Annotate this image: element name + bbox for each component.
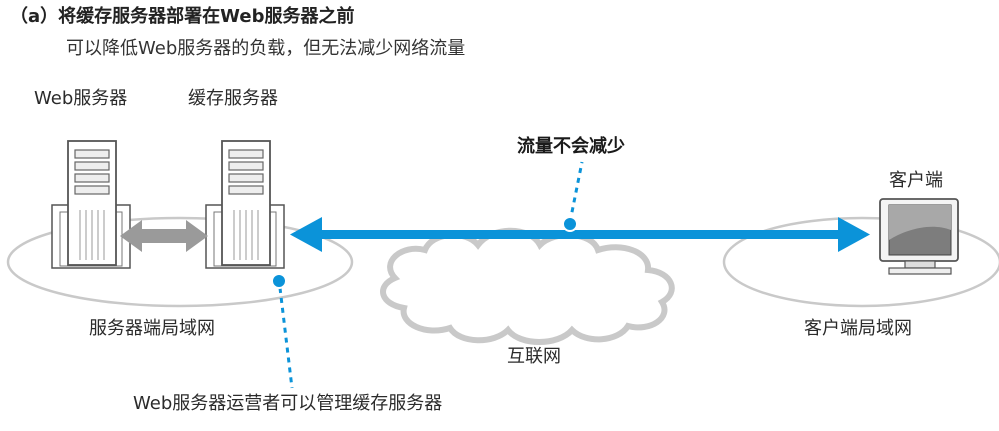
web-server-label: Web服务器	[34, 88, 128, 109]
traffic-callout-dot	[562, 216, 578, 232]
web-server-icon	[51, 140, 131, 269]
client-lan-label: 客户端局域网	[804, 318, 912, 339]
cache-server-icon	[205, 140, 285, 269]
traffic-callout-line	[568, 161, 584, 223]
client-label: 客户端	[889, 170, 943, 191]
traffic-label: 流量不会减少	[517, 136, 625, 157]
server-lan-ellipse	[6, 216, 354, 308]
client-computer-icon	[879, 198, 959, 275]
operator-note-label: Web服务器运营者可以管理缓存服务器	[133, 393, 443, 414]
diagram-heading: （a）将缓存服务器部署在Web服务器之前	[10, 6, 355, 27]
server-link-arrow	[120, 220, 208, 252]
operator-callout-line	[278, 287, 294, 389]
server-lan-label: 服务器端局域网	[89, 318, 215, 339]
cache-server-label: 缓存服务器	[188, 88, 278, 109]
client-lan-ellipse	[722, 216, 999, 308]
traffic-arrow	[290, 217, 870, 252]
operator-callout-dot	[271, 273, 287, 289]
internet-cloud	[380, 227, 675, 345]
diagram-subheading: 可以降低Web服务器的负载，但无法减少网络流量	[66, 38, 466, 59]
internet-label: 互联网	[507, 346, 561, 367]
